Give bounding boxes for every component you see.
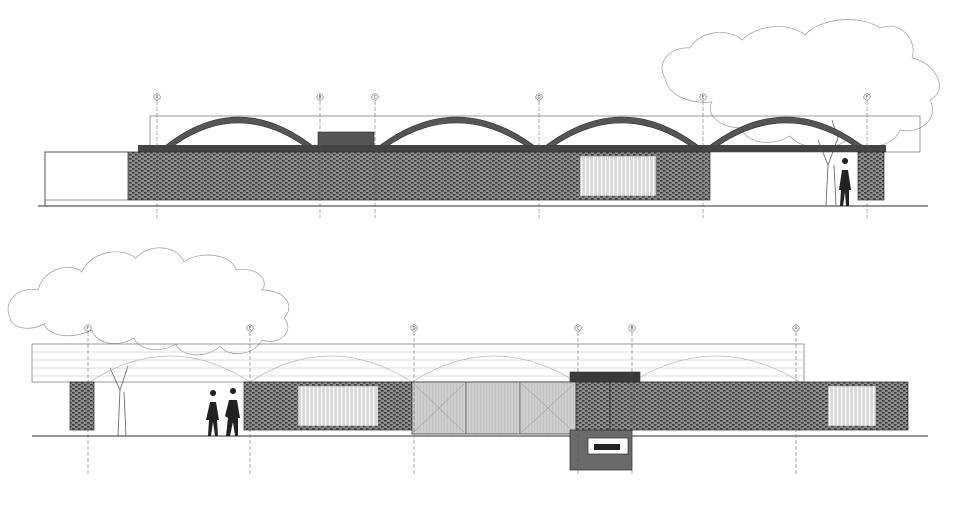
- faint-vault-1-bottom: [89, 355, 251, 383]
- tree-trunk-bottom: [109, 365, 129, 437]
- grid-label-bottom-3: C: [577, 326, 580, 331]
- brick-pier-top-right: [857, 151, 885, 201]
- grid-label-top-0: A: [156, 95, 159, 100]
- grid-label-top-5: F: [866, 95, 869, 100]
- grid-bubble-top-2: [371, 93, 379, 101]
- grid-label-bottom-4: B: [631, 326, 634, 331]
- adjacent-wall-top-left: [44, 151, 128, 206]
- grid-label-bottom-1: E: [249, 326, 252, 331]
- top-elevation: A B C D E F: [38, 19, 940, 218]
- lattice-screen-top: [579, 155, 657, 197]
- grid-bubble-bottom-2: [410, 324, 418, 332]
- grid-bubble-top-0: [153, 93, 161, 101]
- lattice-screen-bottom-2: [827, 385, 877, 427]
- person-silhouette-top: [839, 158, 851, 206]
- panel-cross-1: [413, 383, 465, 433]
- grid-bubble-bottom-4: [628, 324, 636, 332]
- grid-bubble-top-4: [699, 93, 707, 101]
- faint-vault-3-bottom: [411, 355, 577, 383]
- entrance-wall: [575, 381, 611, 435]
- grid-label-top-4: E: [702, 95, 705, 100]
- grid-lines-top: A B C D E F: [153, 93, 871, 218]
- grid-label-bottom-0: F: [87, 326, 90, 331]
- basement-bench: [594, 444, 620, 450]
- brick-pier-bottom-left: [69, 381, 95, 431]
- entrance-canopy: [569, 371, 641, 383]
- grid-bubble-top-5: [863, 93, 871, 101]
- tree-canopy-bottom-left: [7, 247, 290, 356]
- lattice-screen-bottom-1: [297, 385, 379, 427]
- grid-bubble-bottom-3: [574, 324, 582, 332]
- faint-vault-2-bottom: [249, 355, 413, 383]
- grid-label-bottom-5: A: [795, 326, 798, 331]
- grid-bubble-bottom-0: [84, 324, 92, 332]
- person-silhouette-bottom-1: [206, 390, 219, 436]
- grid-bubble-bottom-1: [246, 324, 254, 332]
- grid-label-bottom-2: D: [412, 326, 415, 331]
- roof-band-bottom: [31, 343, 805, 383]
- grid-label-top-2: C: [374, 95, 377, 100]
- grid-bubble-bottom-5: [792, 324, 800, 332]
- grid-bubble-top-3: [535, 93, 543, 101]
- roof-edge-band-top: [138, 145, 886, 152]
- panel-section-bottom: [411, 381, 577, 435]
- panel-cross-2: [521, 383, 575, 433]
- grid-label-top-3: D: [537, 95, 540, 100]
- grid-bubble-top-1: [316, 93, 324, 101]
- grid-label-top-1: B: [319, 95, 322, 100]
- faint-vault-4-bottom: [631, 355, 801, 383]
- tree-canopy-top-right: [661, 19, 940, 148]
- person-silhouette-bottom-2: [225, 388, 240, 436]
